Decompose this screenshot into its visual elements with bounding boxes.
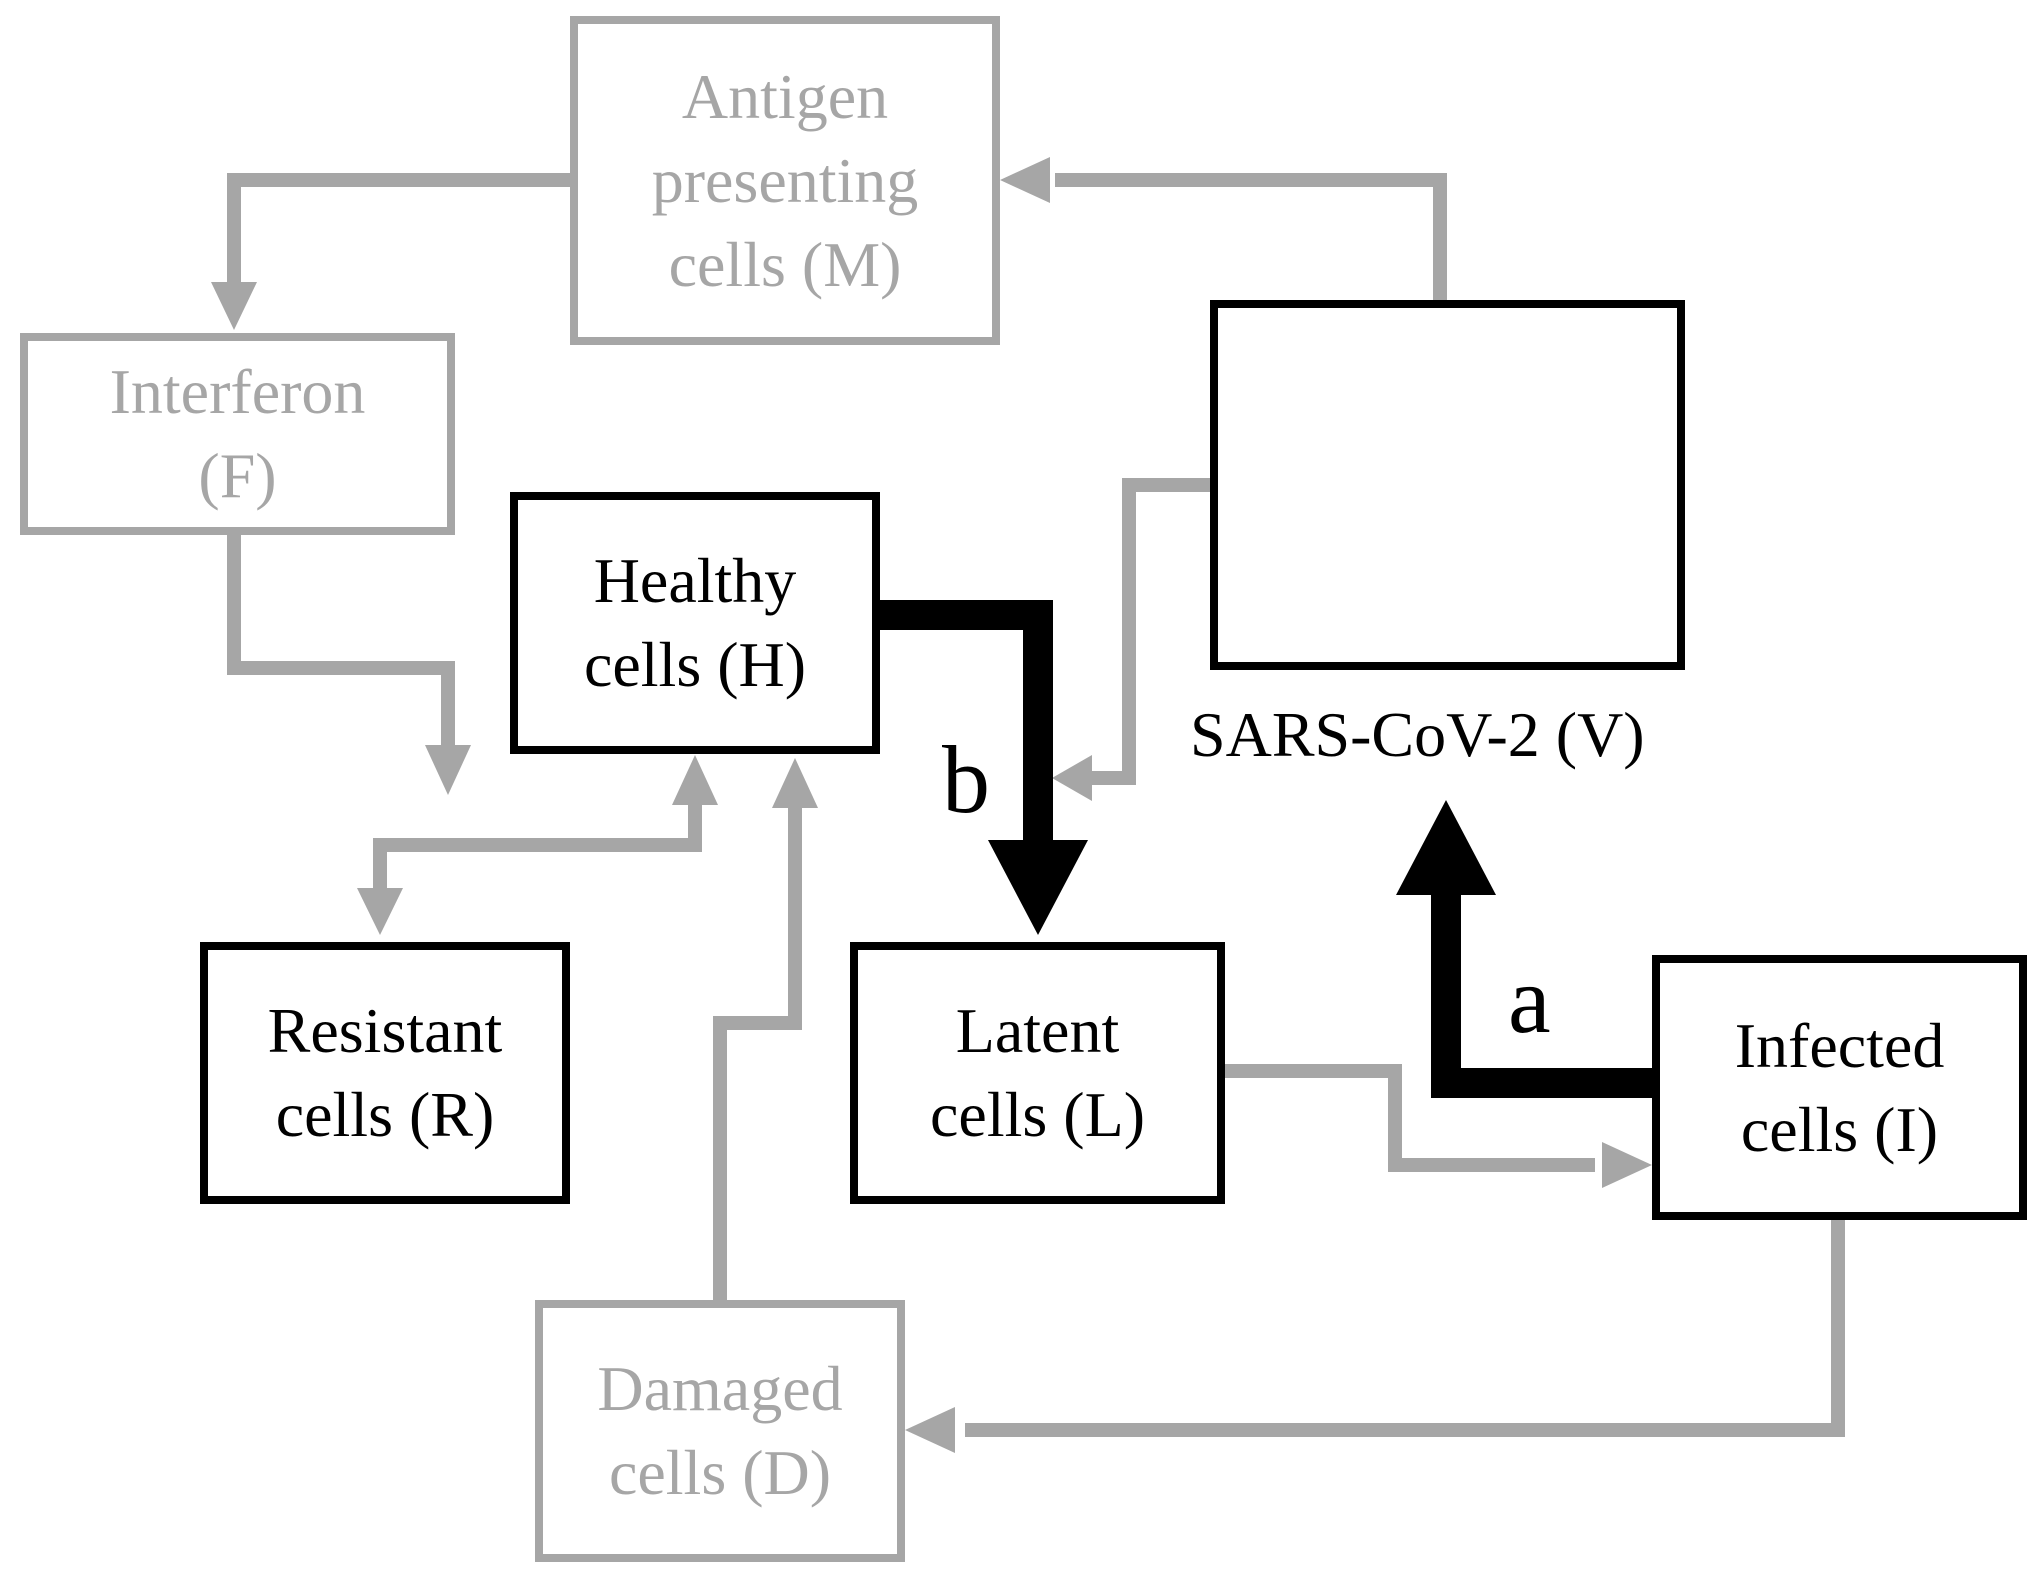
arrowhead-healthy-to-latent [988, 840, 1088, 935]
edge-label-a: a [1508, 946, 1551, 1053]
healthy-cells-label: Healthy cells (H) [583, 545, 807, 700]
arrow-damaged-to-healthy [713, 808, 802, 1302]
arrowhead-latent-to-infected [1602, 1142, 1652, 1188]
arrow-resistant-healthy [373, 805, 702, 895]
arrowhead-antigen-to-interferon [211, 282, 257, 330]
resistant-cells-label: Resistant cells (R) [267, 995, 503, 1150]
arrow-infected-to-virus [1431, 895, 1660, 1098]
arrow-interferon-down [227, 535, 455, 745]
virus-node [1210, 300, 1685, 670]
antigen-presenting-cells-label: Antigen presenting cells (M) [651, 60, 919, 300]
healthy-cells-node: Healthy cells (H) [510, 492, 880, 754]
arrowhead-virus-to-infection [1052, 755, 1092, 801]
infected-cells-label: Infected cells (I) [1734, 1009, 1945, 1165]
damaged-cells-node: Damaged cells (D) [535, 1300, 905, 1562]
antigen-presenting-cells-node: Antigen presenting cells (M) [570, 16, 1000, 345]
arrowhead-infected-to-virus [1396, 800, 1496, 895]
arrowhead-interferon-down [425, 745, 471, 795]
arrowhead-virus-to-antigen [1000, 157, 1050, 203]
arrowhead-infected-to-damaged [905, 1407, 955, 1453]
arrowhead-damaged-to-healthy [772, 758, 818, 808]
arrow-latent-to-infected [1220, 1064, 1595, 1172]
resistant-cells-node: Resistant cells (R) [200, 942, 570, 1204]
infected-cells-node: Infected cells (I) [1652, 955, 2027, 1220]
arrow-healthy-to-latent [875, 600, 1053, 845]
damaged-cells-label: Damaged cells (D) [597, 1353, 843, 1508]
arrow-virus-to-infection [1085, 478, 1210, 785]
arrow-infected-to-damaged [965, 1215, 1845, 1437]
virus-label: SARS-CoV-2 (V) [1190, 699, 1645, 770]
arrow-antigen-to-interferon [227, 173, 570, 285]
arrowhead-to-resistant [357, 888, 403, 935]
arrowhead-to-healthy-from-resistant [672, 755, 718, 805]
arrow-virus-to-antigen [1055, 173, 1447, 300]
interferon-label: Interferon (F) [109, 356, 366, 511]
latent-cells-node: Latent cells (L) [850, 942, 1225, 1204]
latent-cells-label: Latent cells (L) [930, 995, 1145, 1150]
edge-label-b: b [942, 726, 990, 833]
interferon-node: Interferon (F) [20, 333, 455, 535]
